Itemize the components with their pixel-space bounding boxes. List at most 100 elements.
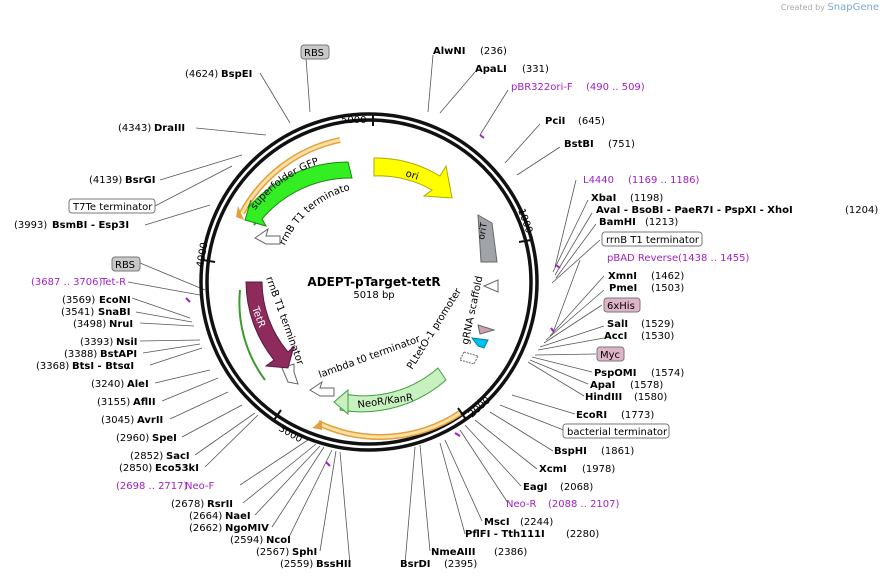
plasmid-name: ADEPT-pTarget-tetR [307,275,440,289]
snapgene-branding: Created by SnapGene [781,2,879,13]
primer-pbr322ori-f[interactable]: pBR322ori-F [511,82,573,93]
primer-markers [185,134,561,467]
site-draiii[interactable]: DraIII [154,123,185,134]
feature-box-rbs-left [111,256,141,272]
site-snabi[interactable]: SnaBI [98,307,130,318]
feature-tag-bacterial-terminator[interactable]: bacterial terminator [567,427,668,438]
feature-box-6xhis [603,297,641,313]
site-apali[interactable]: ApaLI [475,64,507,75]
site-bspei-pos: (4624) [185,69,218,80]
site-btsi-btsai[interactable]: BtsI - BtsαI [72,361,134,372]
site-apai[interactable]: ApaI [590,380,615,391]
feature-box-bacterial-terminator [562,423,670,439]
site-sphi-pos: (2567) [256,547,289,558]
feature-tag-rbs-top[interactable]: RBS [304,48,324,59]
site-saci[interactable]: SacI [166,451,190,462]
site-eco53ki[interactable]: Eco53kI [155,463,199,474]
feature-box-rbs-top [300,44,330,60]
site-bsmbi-esp3i[interactable]: BsmBI - Esp3I [52,220,129,231]
site-bsrgi[interactable]: BsrGI [125,175,155,186]
site-xbai[interactable]: XbaI [591,193,616,204]
feature-tag-myc-label[interactable]: Myc [600,350,620,361]
feature-small-arrow-1 [482,279,499,293]
feature-box-myc [596,346,625,362]
site-btsi-pos: (3368) [36,361,69,372]
site-bstbi-pos: (751) [608,139,635,150]
site-bstbi[interactable]: BstBI [564,139,594,150]
feature-ori[interactable] [373,157,453,199]
site-avai-group-pos: (1204) [845,205,878,216]
site-bsshii[interactable]: BssHII [316,559,351,570]
site-bspei[interactable]: BspEI [221,69,252,80]
site-nrui[interactable]: NruI [109,319,133,330]
site-xcmi[interactable]: XcmI [539,464,567,475]
site-alei[interactable]: AleI [127,379,149,390]
primer-pbad-reverse[interactable]: pBAD Reverse [607,253,678,264]
site-naei[interactable]: NaeI [225,511,251,522]
site-ngomiv-pos: (2662) [189,523,222,534]
site-alwni[interactable]: AlwNI [433,46,466,57]
site-avrii-pos: (3045) [101,415,134,426]
site-msci[interactable]: MscI [484,517,510,528]
site-ecori-pos: (1773) [621,410,654,421]
site-pflfi-tth111i-pos: (2280) [566,529,599,540]
site-ecori[interactable]: EcoRI [576,410,607,421]
feature-tag-6xhis-label[interactable]: 6xHis [607,301,635,312]
site-pcii[interactable]: PciI [545,116,565,127]
site-bsphi[interactable]: BspHI [554,446,587,457]
site-xmni[interactable]: XmnI [608,271,637,282]
feature-label-plteto1-promoter: PLtetO-1 promoter [405,286,464,372]
site-pflfi-tth111i[interactable]: PflFI - Tth111I [465,529,545,540]
feature-label-orit: oriT [477,221,490,240]
site-bamhi[interactable]: BamHI [599,217,636,228]
feature-lambda-t0-terminator[interactable] [309,380,335,397]
feature-tetr[interactable] [245,281,295,369]
primer-l4440[interactable]: L4440 [583,175,614,186]
site-xmni-pos: (1462) [651,271,684,282]
site-bsphi-pos: (1861) [601,446,634,457]
feature-rrnb-t1-terminator-top[interactable] [254,227,281,245]
primer-tet-r[interactable]: Tet-R [100,277,126,288]
feature-lac-operator[interactable] [470,337,489,349]
tick-label-5000: 5000 [341,115,366,126]
feature-tag-6xhis[interactable] [477,324,496,335]
feature-superfolder-gfp[interactable] [244,161,353,227]
site-rsrii[interactable]: RsrII [207,499,233,510]
site-nsii[interactable]: NsiI [116,337,137,348]
site-naei-pos: (2664) [189,511,222,522]
site-eagi[interactable]: EagI [523,482,547,493]
feature-tag-rrnb-t1-terminator[interactable]: rrnB T1 terminator [606,235,700,246]
feature-tag-rbs-left[interactable]: RBS [115,260,135,271]
site-nsii-pos: (3393) [80,337,113,348]
site-spei[interactable]: SpeI [152,433,177,444]
site-aflii[interactable]: AflII [133,397,156,408]
feature-myc[interactable] [459,351,479,365]
site-avrii[interactable]: AvrII [137,415,163,426]
site-bstapi[interactable]: BstAPI [100,349,137,360]
tick-label-4000: 4000 [195,242,210,269]
site-sphi[interactable]: SphI [292,547,317,558]
site-sali[interactable]: SalI [607,319,628,330]
primer-pbr322ori-f-pos: (490 .. 509) [586,82,645,93]
site-ngomiv[interactable]: NgoMIV [225,523,269,534]
site-econi[interactable]: EcoNI [99,295,131,306]
site-bsrdi[interactable]: BsrDI [400,559,431,570]
site-pmei[interactable]: PmeI [609,283,637,294]
primer-neo-f[interactable]: Neo-F [185,481,215,492]
feature-tag-t7te-terminator[interactable]: T7Te terminator [72,202,153,213]
site-xbai-pos: (1198) [630,193,663,204]
site-acci[interactable]: AccI [604,331,627,342]
feature-rrnb-t1-terminator-left[interactable] [281,363,299,385]
feature-orit[interactable] [477,214,498,263]
site-ncoi-pos: (2594) [230,535,263,546]
site-pspomi[interactable]: PspOMI [594,368,636,379]
primer-neo-r[interactable]: Neo-R [506,499,537,510]
site-spei-pos: (2960) [116,433,149,444]
site-nmeaiii[interactable]: NmeAIII [431,547,475,558]
site-ncoi[interactable]: NcoI [266,535,291,546]
site-sali-pos: (1529) [641,319,674,330]
orf-arcs [239,137,462,440]
site-hindiii[interactable]: HindIII [585,392,622,403]
site-avai-group[interactable]: AvaI - BsoBI - PaeR7I - PspXI - XhoI [596,205,793,216]
